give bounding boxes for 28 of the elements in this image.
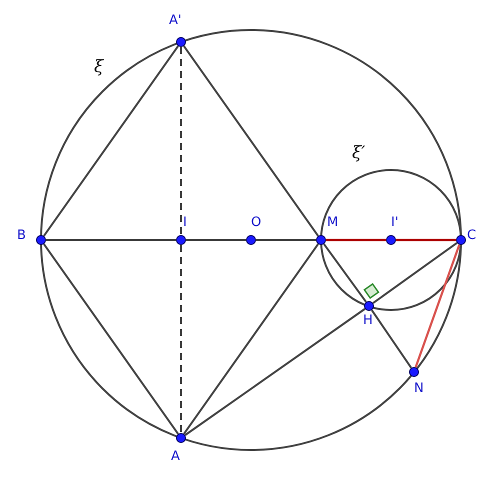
line-segment xyxy=(46,239,176,241)
point-label: C xyxy=(467,229,476,243)
point-label: A' xyxy=(169,14,182,28)
line-segment xyxy=(323,243,367,303)
line-segment xyxy=(43,244,179,434)
line-segment xyxy=(370,310,412,368)
point-label: M xyxy=(327,216,338,230)
line-segment xyxy=(396,238,456,242)
point-label: O xyxy=(251,216,262,230)
line-segment xyxy=(184,308,366,436)
point-label: N xyxy=(414,382,424,396)
line-segment xyxy=(186,239,246,241)
line-segment xyxy=(256,239,316,241)
point-label: H xyxy=(363,314,373,328)
point-label: A xyxy=(171,450,180,464)
point-label: I' xyxy=(391,216,398,230)
circle-label: ξ′ xyxy=(352,144,366,162)
line-segment xyxy=(372,242,458,304)
line-segment xyxy=(180,47,182,235)
line-segment xyxy=(414,244,460,368)
point-label: B xyxy=(17,229,26,243)
line-segment xyxy=(43,46,179,236)
line-segment xyxy=(183,46,319,236)
circle-label: ξ xyxy=(94,58,104,76)
point-label: I xyxy=(183,216,187,230)
line-segment xyxy=(183,244,319,434)
line-segment xyxy=(326,238,386,242)
line-segment xyxy=(180,245,182,433)
